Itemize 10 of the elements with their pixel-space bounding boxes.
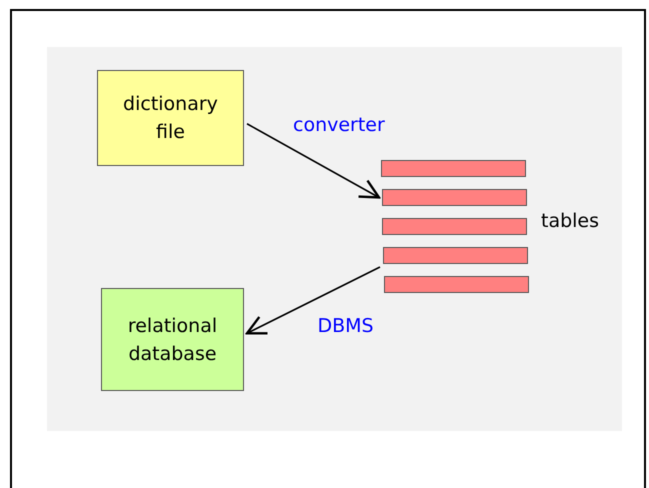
table-bar bbox=[381, 160, 526, 177]
arrow bbox=[246, 123, 380, 199]
process-box: dictionary file bbox=[97, 70, 244, 166]
table-bar bbox=[382, 218, 527, 235]
table-bar bbox=[384, 276, 529, 293]
bars-caption: tables bbox=[541, 209, 600, 233]
table-bar bbox=[383, 247, 528, 264]
table-bar bbox=[382, 189, 527, 206]
arrow bbox=[246, 266, 380, 335]
process-box: relational database bbox=[101, 288, 244, 391]
